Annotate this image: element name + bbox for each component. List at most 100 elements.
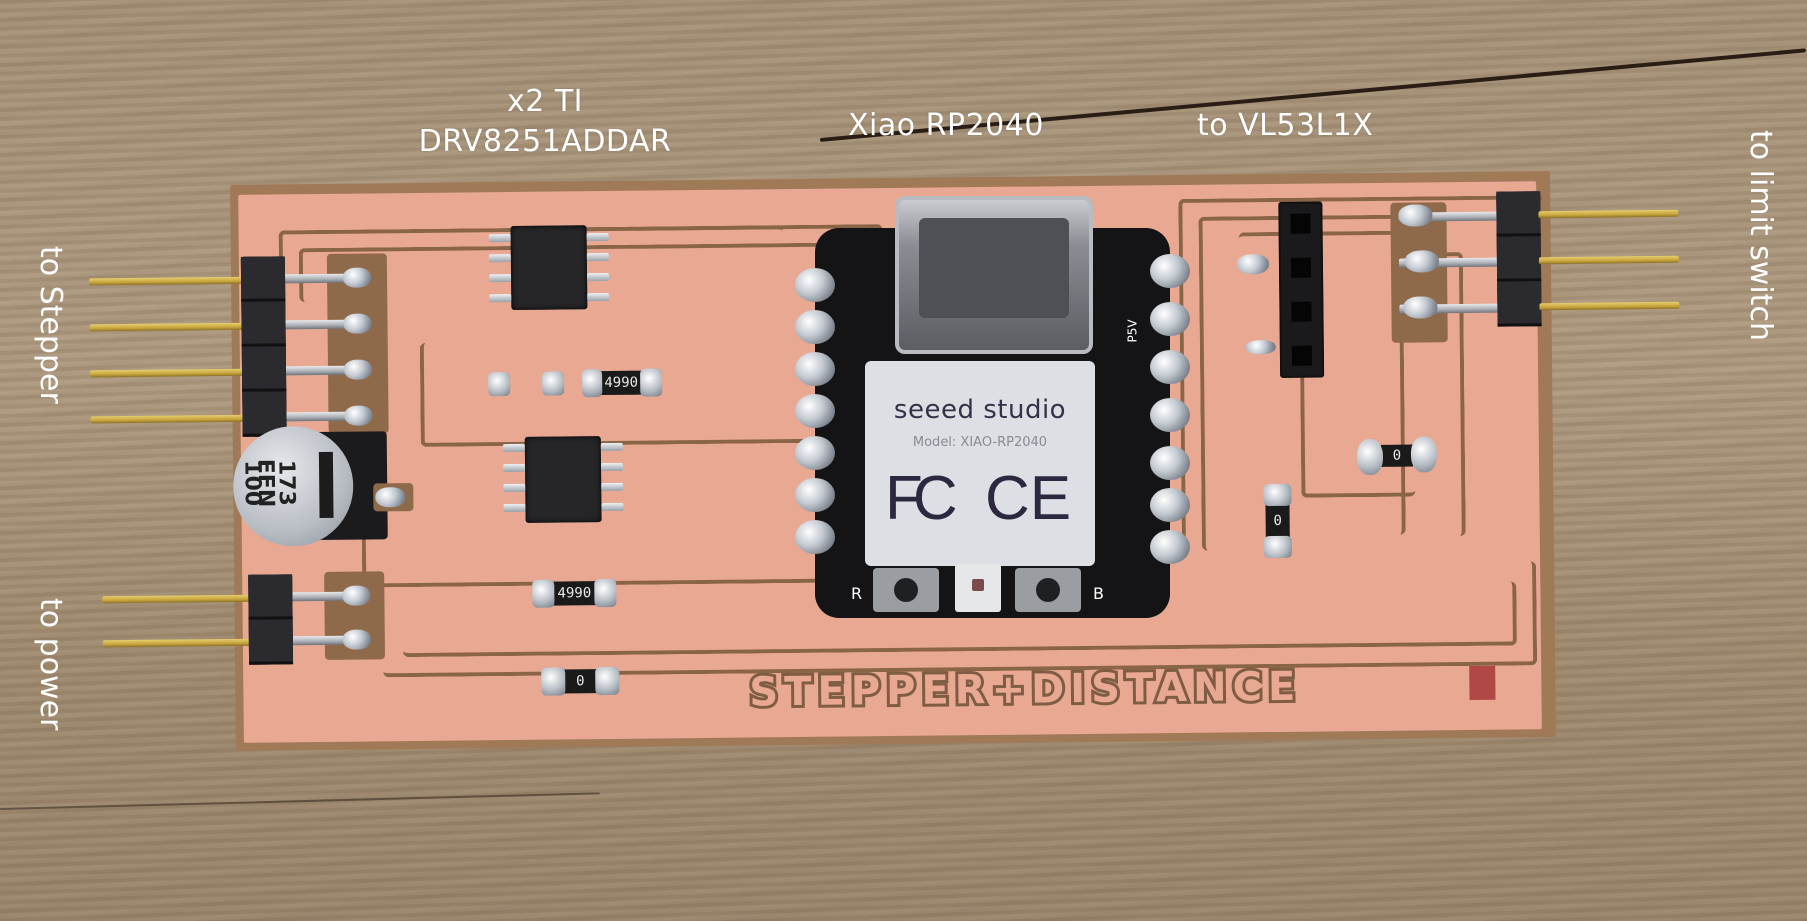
solder-joint xyxy=(343,313,372,334)
solder-joint xyxy=(343,359,373,380)
solder-joint xyxy=(342,585,371,606)
rf-shield: seeed studio Model: XIAO-RP2040 FC CE xyxy=(865,361,1095,566)
chip-leg xyxy=(601,502,624,512)
power-header[interactable] xyxy=(248,574,294,665)
resistor-end xyxy=(1410,436,1438,473)
castellated-pad xyxy=(795,310,835,344)
solder-joint xyxy=(342,629,371,650)
limit-switch-header[interactable] xyxy=(1496,191,1542,327)
chip-leg xyxy=(503,503,526,513)
chip-leg xyxy=(488,253,511,263)
motor-driver-chip-1 xyxy=(510,225,588,310)
xiao-rp2040-module: P5V seeed studio Model: XIAO-RP2040 FC C… xyxy=(795,196,1190,618)
castellated-pad xyxy=(795,394,835,428)
resistor-end xyxy=(1263,535,1293,559)
model-text: Model: XIAO-RP2040 xyxy=(912,435,1048,450)
resistor-zero-1: 0 xyxy=(563,669,598,694)
castellated-pad xyxy=(1150,398,1190,432)
capacitor-marking: 173 xyxy=(273,459,299,506)
chip-leg xyxy=(600,442,623,452)
power-annotation: to power xyxy=(33,598,68,731)
castellated-pad xyxy=(1150,488,1190,522)
chip-leg xyxy=(586,252,609,262)
limit-pin xyxy=(1539,301,1680,311)
solder-joint xyxy=(1245,339,1276,355)
capacitor-polarity-bar xyxy=(318,451,334,519)
rgb-led xyxy=(955,564,1001,612)
ce-logo: CE xyxy=(985,464,1072,533)
resistor-end xyxy=(594,578,617,608)
electrolytic-capacitor: 100 EFN 173 xyxy=(232,425,354,547)
castellated-pad xyxy=(1150,254,1190,288)
stepper-pin xyxy=(89,322,250,332)
resistor-end xyxy=(488,372,511,397)
solder-joint xyxy=(375,487,406,508)
resistor-4990-bottom: 4990 xyxy=(552,581,597,606)
chip-leg xyxy=(601,482,624,492)
stepper-pin xyxy=(90,414,251,424)
chip-leg xyxy=(587,272,610,282)
castellated-pad xyxy=(795,478,835,512)
usb-c-connector[interactable] xyxy=(895,196,1093,354)
resistor-end xyxy=(595,666,620,696)
resistor-end xyxy=(1356,438,1384,476)
resistor-end xyxy=(640,368,663,397)
wood-crack xyxy=(0,792,600,810)
board-corner-mark xyxy=(1469,665,1496,700)
mcu-annotation: Xiao RP2040 xyxy=(848,108,1044,143)
brand-text: seeed studio xyxy=(893,395,1067,425)
resistor-end xyxy=(582,369,603,398)
boot-button[interactable] xyxy=(1015,568,1081,612)
chip-leg xyxy=(587,292,610,302)
castellated-pad xyxy=(1150,446,1190,480)
board-title-etched: STEPPER+DISTANCE xyxy=(746,661,1304,719)
boot-label: B xyxy=(1093,584,1104,603)
solder-joint xyxy=(1404,250,1440,273)
resistor-end xyxy=(1263,483,1292,507)
resistor-end xyxy=(541,667,566,696)
chip-leg xyxy=(601,462,624,472)
chip-leg xyxy=(489,293,512,303)
resistor-zero-3: 0 xyxy=(1265,503,1290,539)
reset-label: R xyxy=(851,584,863,603)
castellated-pad xyxy=(795,268,835,302)
chip-leg xyxy=(489,273,512,283)
pin-label-p5v: P5V xyxy=(1125,319,1140,343)
chip-leg xyxy=(586,232,609,242)
castellated-pad xyxy=(1150,302,1190,336)
resistor-zero-2: 0 xyxy=(1380,444,1414,467)
limit-pin xyxy=(1538,209,1679,219)
solder-joint xyxy=(344,405,373,426)
stepper-header[interactable] xyxy=(240,256,287,437)
stepper-pin xyxy=(89,276,250,286)
resistor-end xyxy=(542,371,565,396)
driver-annotation: x2 TI DRV8251ADDAR xyxy=(365,82,725,162)
castellated-pad xyxy=(1150,350,1190,384)
stepper-annotation: to Stepper xyxy=(33,246,68,404)
solder-joint xyxy=(1398,204,1433,227)
chip-leg xyxy=(488,233,511,243)
limit-pin xyxy=(1538,255,1679,265)
fcc-logo: FC xyxy=(885,464,958,533)
castellated-pad xyxy=(795,352,835,386)
driver-annotation-line2: DRV8251ADDAR xyxy=(418,124,672,159)
resistor-end xyxy=(532,579,555,608)
reset-button[interactable] xyxy=(873,568,939,612)
vl53l1x-socket[interactable] xyxy=(1278,201,1325,378)
castellated-pad xyxy=(795,520,835,554)
stepper-pin xyxy=(90,368,251,378)
solder-joint xyxy=(1403,296,1438,319)
limit-switch-annotation: to limit switch xyxy=(1743,130,1778,341)
chip-leg xyxy=(503,483,526,493)
driver-annotation-line1: x2 TI xyxy=(506,84,584,119)
chip-leg xyxy=(502,443,525,453)
sensor-annotation: to VL53L1X xyxy=(1197,108,1374,143)
solder-joint xyxy=(342,267,372,288)
castellated-pad xyxy=(1150,530,1190,564)
motor-driver-chip-2 xyxy=(524,436,602,523)
power-pin xyxy=(102,594,263,604)
chip-leg xyxy=(503,463,526,473)
power-pin xyxy=(102,638,263,648)
solder-joint xyxy=(1236,254,1270,275)
resistor-4990-top: 4990 xyxy=(600,370,643,396)
